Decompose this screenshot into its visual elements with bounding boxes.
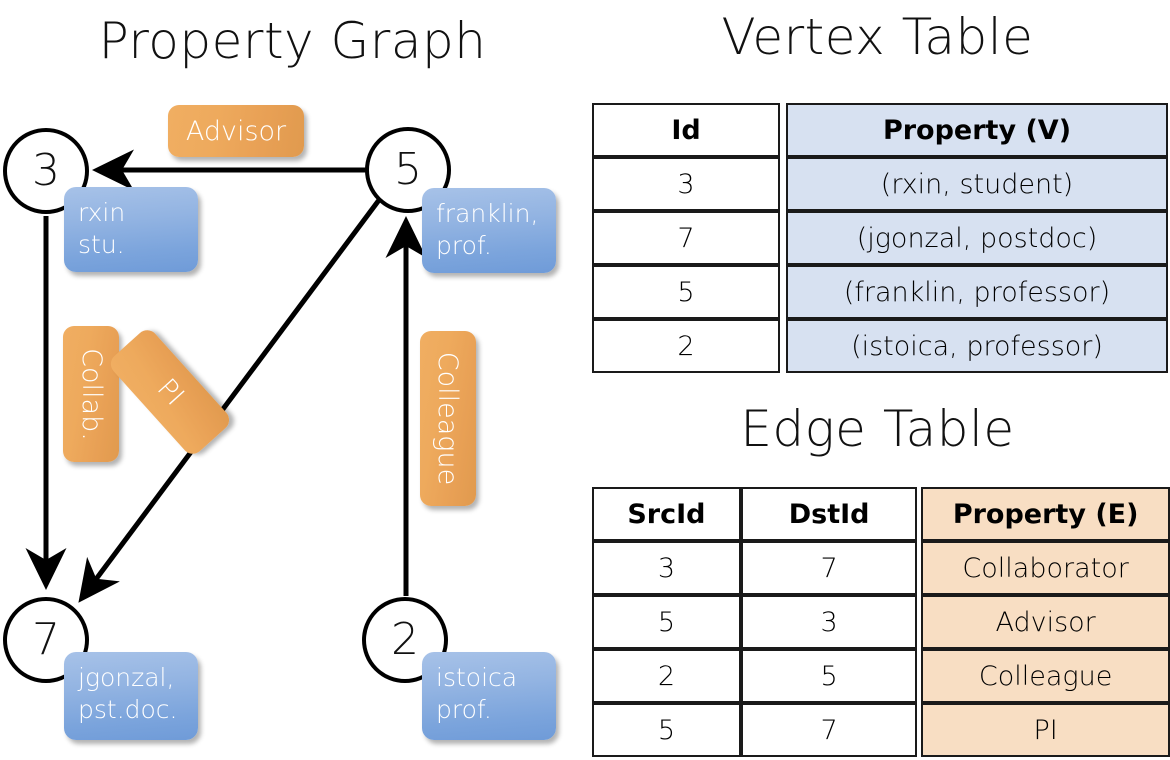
graph-edge-label-collab: Collab. xyxy=(63,326,119,462)
edge-table-column-gap xyxy=(917,487,922,541)
vertex-table-cell-property: (istoica, professor) xyxy=(786,319,1168,373)
graph-node-3-id: 3 xyxy=(32,145,60,196)
graph-node-7-property-box: jgonzal, pst.doc. xyxy=(64,652,198,740)
edge-table-column-gap xyxy=(917,541,922,595)
edge-table-cell-property: Collaborator xyxy=(921,541,1170,595)
vertex-table-row[interactable]: 7 (jgonzal, postdoc) xyxy=(592,211,1168,265)
edge-table-column-gap xyxy=(917,703,922,757)
edge-table-cell-srcid: 3 xyxy=(592,541,741,595)
graph-edge-label-advisor: Advisor xyxy=(168,105,304,157)
edge-table-header-row: SrcId DstId Property (E) xyxy=(592,487,1170,541)
vertex-table: Id Property (V) 3 (rxin, student) 7 (jgo… xyxy=(592,103,1168,373)
vertex-table-row[interactable]: 5 (franklin, professor) xyxy=(592,265,1168,319)
graph-node-2-id: 2 xyxy=(391,614,419,665)
vertex-table-column-gap xyxy=(780,265,786,319)
vertex-table-cell-id: 7 xyxy=(592,211,780,265)
edge-table-column-gap xyxy=(917,595,922,649)
edge-table-cell-srcid: 2 xyxy=(592,649,741,703)
vertex-table-cell-id: 2 xyxy=(592,319,780,373)
graph-edge-label-pi-text: PI xyxy=(150,372,190,412)
edge-table-row[interactable]: 5 7 PI xyxy=(592,703,1170,757)
edge-table-cell-srcid: 5 xyxy=(592,595,741,649)
graph-node-5[interactable]: 5 xyxy=(365,127,451,213)
vertex-table-column-gap xyxy=(780,319,786,373)
vertex-table-header-row: Id Property (V) xyxy=(592,103,1168,157)
graph-node-3-property-line1: rxin xyxy=(78,198,126,227)
edge-table-column-gap xyxy=(917,649,922,703)
edge-table-cell-dstid: 5 xyxy=(740,649,918,703)
graph-node-3-property-line2: stu. xyxy=(78,230,125,259)
graph-node-2-property-line2: prof. xyxy=(436,695,492,724)
vertex-table-column-gap xyxy=(780,211,786,265)
graph-edge-label-colleague: Colleague xyxy=(420,331,476,506)
page-title-edge-table: Edge Table xyxy=(740,400,1015,458)
edge-table-row[interactable]: 2 5 Colleague xyxy=(592,649,1170,703)
graph-node-2-property-box: istoica prof. xyxy=(422,652,556,740)
edge-table-header-property: Property (E) xyxy=(921,487,1170,541)
graph-edge-label-collab-text: Collab. xyxy=(75,347,107,441)
vertex-table-cell-property: (franklin, professor) xyxy=(786,265,1168,319)
graph-node-5-property-line1: franklin, xyxy=(436,199,539,228)
vertex-table-cell-id: 3 xyxy=(592,157,780,211)
graph-node-7-id: 7 xyxy=(32,614,60,665)
vertex-table-column-gap xyxy=(780,103,786,157)
vertex-table-row[interactable]: 3 (rxin, student) xyxy=(592,157,1168,211)
graph-edge-pi xyxy=(78,198,382,603)
vertex-table-cell-id: 5 xyxy=(592,265,780,319)
graph-node-7-property-line1: jgonzal, xyxy=(78,663,175,692)
edge-table-cell-srcid: 5 xyxy=(592,703,741,757)
edge-table-cell-property: Colleague xyxy=(921,649,1170,703)
edge-table-header-srcid: SrcId xyxy=(592,487,741,541)
graph-node-2[interactable]: 2 xyxy=(362,597,448,683)
graph-node-2-property-line1: istoica xyxy=(436,663,518,692)
vertex-table-column-gap xyxy=(780,157,786,211)
graph-edge-label-colleague-text: Colleague xyxy=(432,351,464,486)
edge-table-cell-dstid: 7 xyxy=(740,703,918,757)
edge-table-row[interactable]: 3 7 Collaborator xyxy=(592,541,1170,595)
edge-table-cell-property: Advisor xyxy=(921,595,1170,649)
vertex-table-header-id: Id xyxy=(592,103,780,157)
graph-edges-layer xyxy=(25,149,427,603)
graph-node-5-property-line2: prof. xyxy=(436,231,492,260)
graph-node-5-id: 5 xyxy=(394,144,422,195)
graph-node-5-property-box: franklin, prof. xyxy=(422,188,556,273)
graph-node-7-property-line2: pst.doc. xyxy=(78,695,178,724)
property-graph-panel: 3 rxin stu. 5 franklin, prof. 7 jgonzal,… xyxy=(3,105,556,740)
graph-edge-label-advisor-text: Advisor xyxy=(185,115,287,147)
edge-table-cell-dstid: 3 xyxy=(740,595,918,649)
edge-table-row[interactable]: 5 3 Advisor xyxy=(592,595,1170,649)
page-title-property-graph: Property Graph xyxy=(98,12,487,70)
vertex-table-cell-property: (rxin, student) xyxy=(786,157,1168,211)
vertex-table-cell-property: (jgonzal, postdoc) xyxy=(786,211,1168,265)
edge-table: SrcId DstId Property (E) 3 7 Collaborato… xyxy=(592,487,1170,757)
edge-table-cell-property: PI xyxy=(921,703,1170,757)
page-title-vertex-table: Vertex Table xyxy=(721,8,1034,66)
vertex-table-header-property: Property (V) xyxy=(786,103,1168,157)
vertex-table-row[interactable]: 2 (istoica, professor) xyxy=(592,319,1168,373)
edge-table-header-dstid: DstId xyxy=(740,487,918,541)
graph-node-3-property-box: rxin stu. xyxy=(64,187,198,272)
edge-table-cell-dstid: 7 xyxy=(740,541,918,595)
